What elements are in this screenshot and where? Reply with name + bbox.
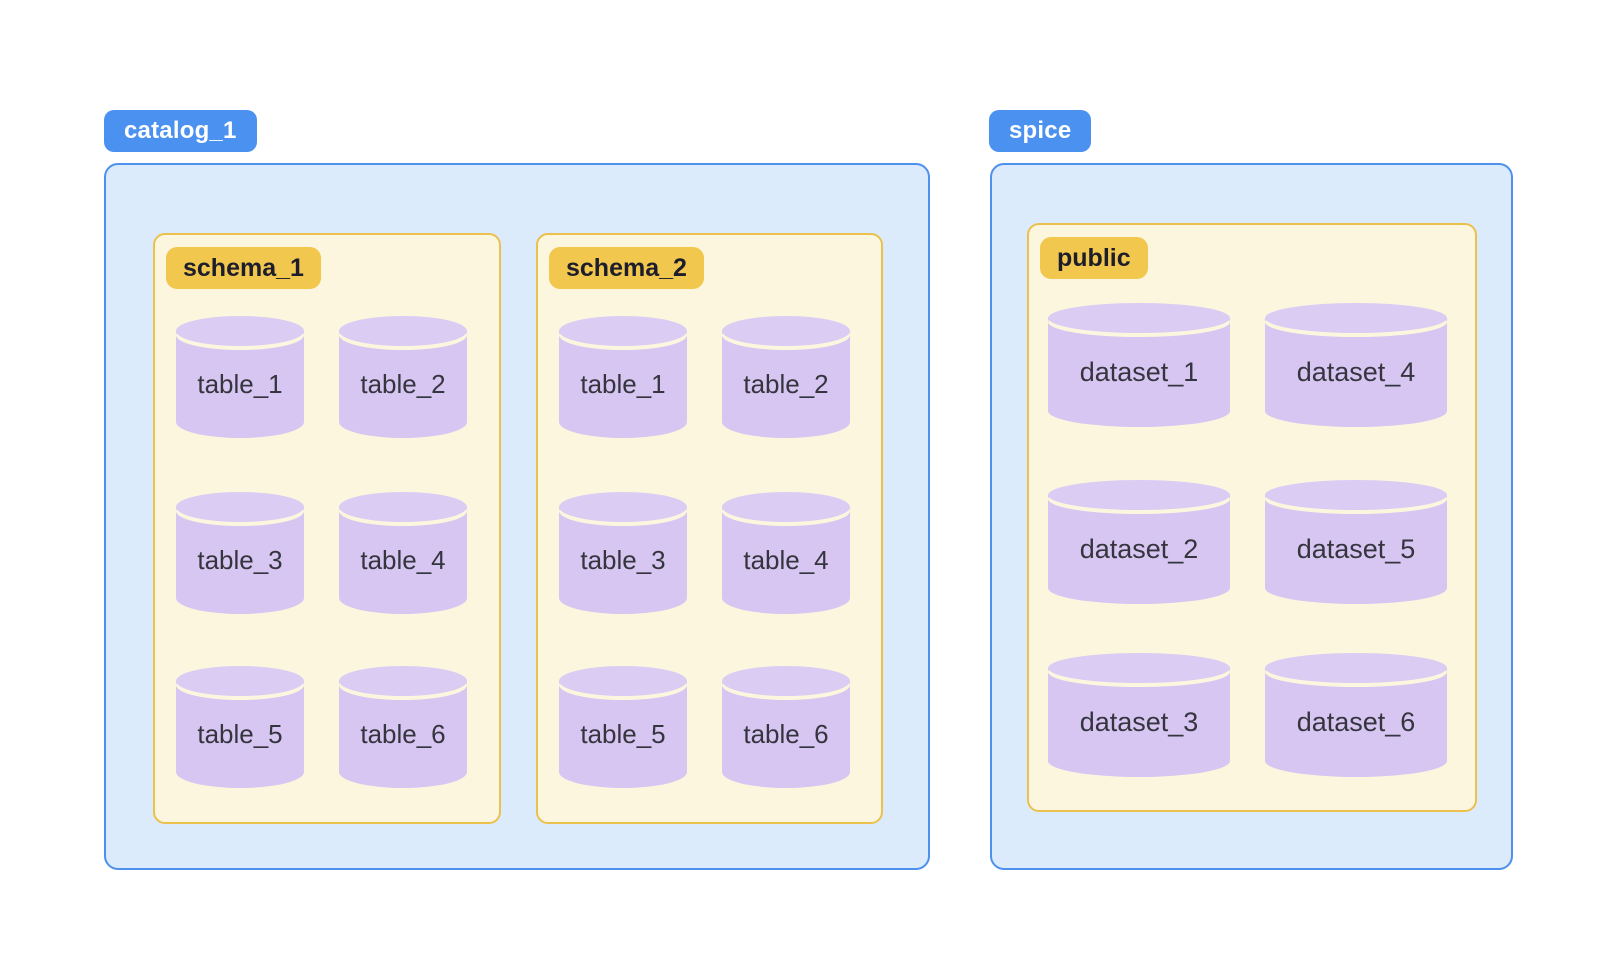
cylinder-body [339,331,467,438]
catalog-container-catalog-1: schema_1 table_1 table_2 table_3 table_4 [104,163,930,870]
table-cylinder: table_1 [559,316,687,438]
cylinder-lid [176,666,304,696]
dataset-label: dataset_3 [1079,707,1199,737]
table-label: table_2 [360,369,446,399]
dataset-cylinder: dataset_1 [1048,303,1230,427]
cylinder-lid [1048,653,1230,683]
cylinder-lid [559,666,687,696]
cylinder-body [559,507,687,614]
table-cylinder: table_6 [339,666,467,788]
cylinder-lid [176,316,304,346]
cylinder-lid [1265,303,1447,333]
table-cylinder: table_2 [722,316,850,438]
catalog-badge-spice: spice [989,110,1092,152]
cylinder-body [1265,668,1447,777]
table-cylinder: table_2 [339,316,467,438]
schema-badge-public: public [1040,237,1148,279]
table-label: table_1 [580,369,666,399]
dataset-label: dataset_6 [1296,707,1416,737]
cylinder-lid [176,492,304,522]
schema-box-public: public dataset_1 dataset_4 dataset_2 dat… [1027,223,1477,812]
table-cylinder: table_6 [722,666,850,788]
table-label: table_5 [580,719,666,749]
table-label: table_4 [743,545,829,575]
table-cylinder: table_3 [176,492,304,614]
schema-box-schema-1: schema_1 table_1 table_2 table_3 table_4 [153,233,501,824]
cylinder-lid [559,492,687,522]
table-label: table_5 [197,719,283,749]
cylinder-lid [1048,303,1230,333]
table-cylinder: table_4 [339,492,467,614]
cylinder-lid [722,666,850,696]
cylinder-lid [339,316,467,346]
cylinder-lid [722,492,850,522]
dataset-label: dataset_2 [1079,534,1199,564]
cylinder-body [1265,318,1447,427]
cylinder-lid [559,316,687,346]
table-label: table_2 [743,369,829,399]
cylinder-lid [339,492,467,522]
cylinder-body [722,507,850,614]
cylinder-body [176,331,304,438]
cylinder-lid [1048,480,1230,510]
cylinder-body [1265,495,1447,604]
table-label: table_6 [743,719,829,749]
dataset-label: dataset_5 [1296,534,1416,564]
cylinder-body [339,681,467,788]
dataset-cylinder: dataset_2 [1048,480,1230,604]
cylinder-body [722,681,850,788]
dataset-cylinder: dataset_3 [1048,653,1230,777]
dataset-cylinder: dataset_6 [1265,653,1447,777]
cylinder-body [176,681,304,788]
cylinder-body [339,507,467,614]
cylinder-lid [1265,480,1447,510]
cylinder-lid [1265,653,1447,683]
dataset-label: dataset_1 [1079,357,1199,387]
cylinder-body [559,331,687,438]
cylinder-body [722,331,850,438]
table-label: table_6 [360,719,446,749]
cylinder-lid [722,316,850,346]
table-cylinder: table_5 [176,666,304,788]
table-cylinder: table_5 [559,666,687,788]
table-cylinder: table_1 [176,316,304,438]
dataset-cylinder: dataset_4 [1265,303,1447,427]
cylinder-body [559,681,687,788]
dataset-cylinder: dataset_5 [1265,480,1447,604]
dataset-label: dataset_4 [1296,357,1416,387]
table-label: table_4 [360,545,446,575]
schema-box-schema-2: schema_2 table_1 table_2 table_3 table_4 [536,233,883,824]
table-label: table_3 [580,545,666,575]
cylinder-body [1048,318,1230,427]
cylinder-body [1048,668,1230,777]
cylinder-body [176,507,304,614]
cylinder-lid [339,666,467,696]
table-label: table_3 [197,545,283,575]
schema-badge-schema-1: schema_1 [166,247,321,289]
catalog-container-spice: public dataset_1 dataset_4 dataset_2 dat… [990,163,1513,870]
catalog-badge-catalog-1: catalog_1 [104,110,257,152]
schema-badge-schema-2: schema_2 [549,247,704,289]
table-cylinder: table_4 [722,492,850,614]
cylinder-body [1048,495,1230,604]
table-cylinder: table_3 [559,492,687,614]
table-label: table_1 [197,369,283,399]
